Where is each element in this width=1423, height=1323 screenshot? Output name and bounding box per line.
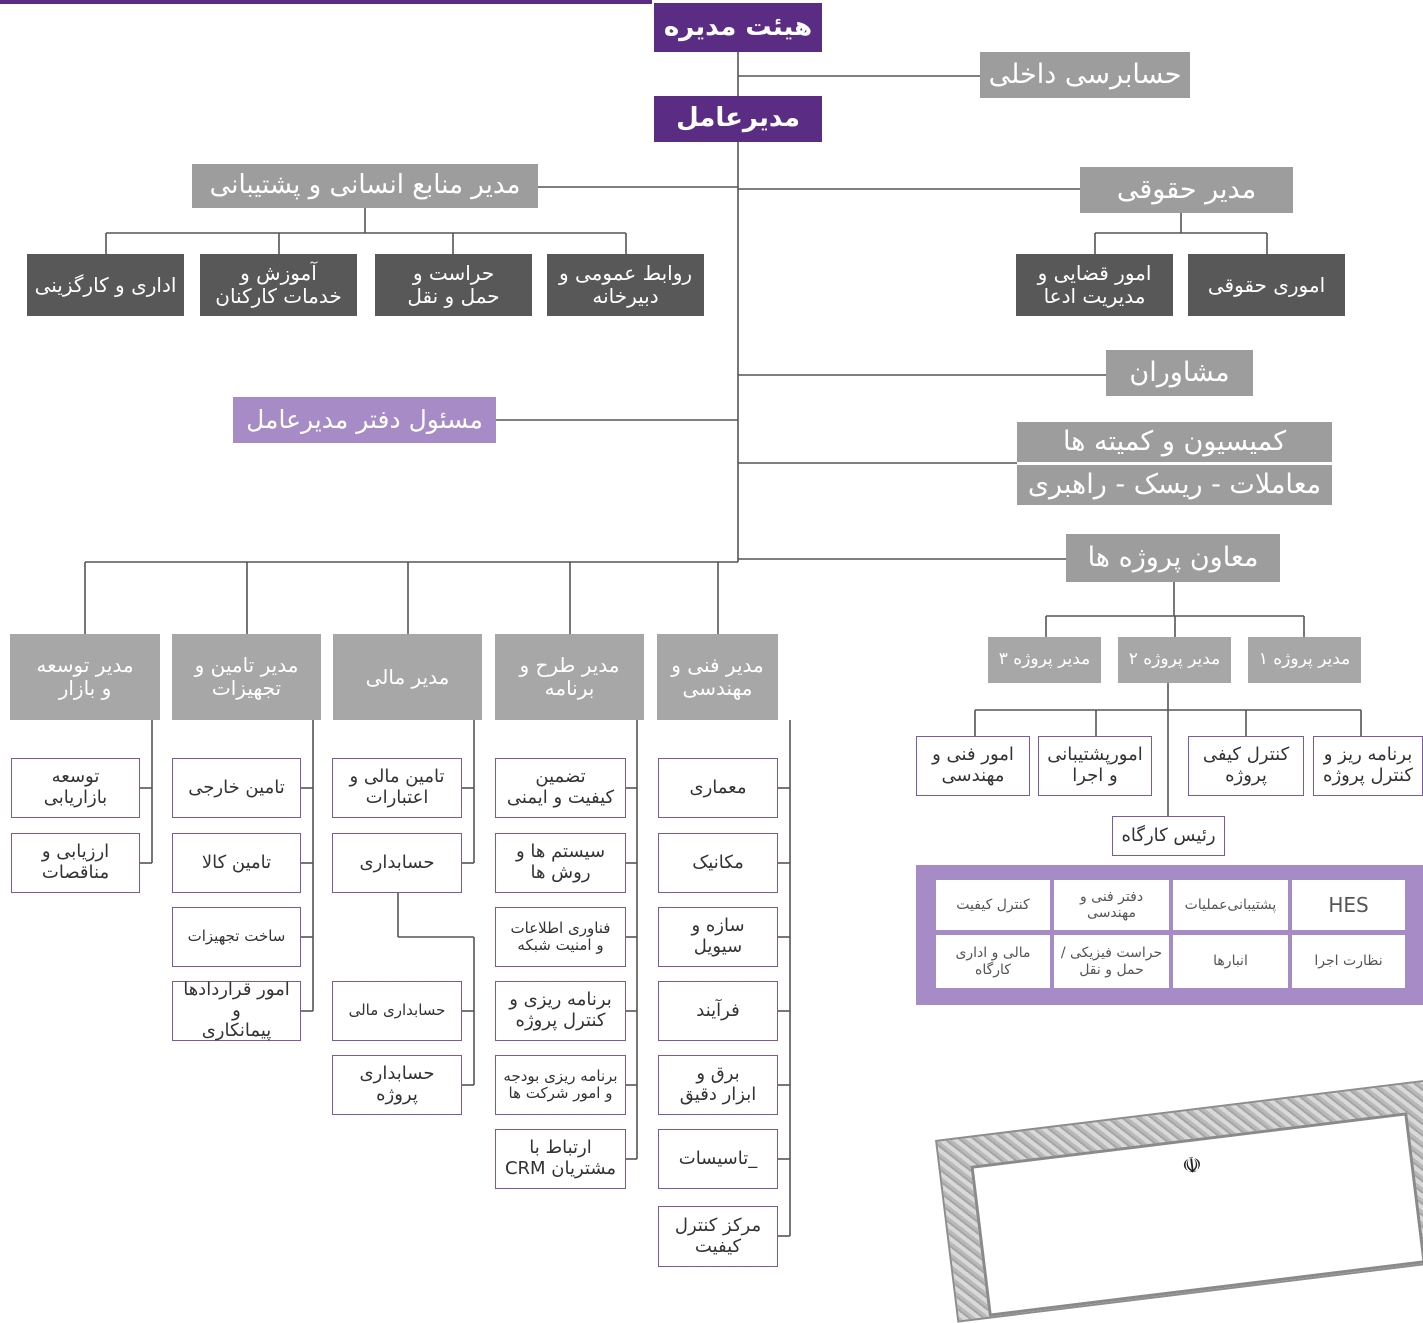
- hr-unit-security-transport[interactable]: حراست و حمل و نقل: [375, 254, 532, 316]
- supply-unit-contracts[interactable]: امور قراردادها و پیمانکاری: [172, 979, 301, 1041]
- projects-deputy-node[interactable]: معاون پروژه ها: [1066, 534, 1280, 582]
- plan-unit-crm[interactable]: ارتباط با مشتریان CRM: [495, 1129, 626, 1189]
- legal-unit-affairs[interactable]: اموری حقوقی: [1188, 254, 1345, 316]
- tech-unit-electrical[interactable]: برق و ابزار دقیق: [658, 1055, 778, 1115]
- tech-unit-process[interactable]: فرآیند: [658, 981, 778, 1041]
- project-unit-support[interactable]: امورپشتیبانی و اجرا: [1038, 736, 1152, 796]
- hr-unit-public-relations[interactable]: روابط عمومی و دبیرخانه: [547, 254, 704, 316]
- hr-unit-training[interactable]: آموزش و خدمات کارکنان: [200, 254, 357, 316]
- legal-manager-node[interactable]: مدیر حقوقی: [1080, 167, 1293, 213]
- dept-finance-header[interactable]: مدیر مالی: [333, 634, 482, 720]
- site-unit-physical-security[interactable]: حراست فیزیکی / حمل و نقل: [1054, 935, 1169, 988]
- tech-unit-facilities[interactable]: _تاسیسات: [658, 1129, 778, 1189]
- site-unit-quality-control[interactable]: کنترل کیفیت: [936, 880, 1050, 930]
- tech-unit-architecture[interactable]: معماری: [658, 758, 778, 818]
- committees-sub-node[interactable]: معاملات - ریسک - راهبری: [1017, 465, 1332, 505]
- project-unit-technical[interactable]: امور فنی و مهندسی: [916, 736, 1030, 796]
- site-unit-finance-admin[interactable]: مالی و اداری کارگاه: [936, 935, 1050, 988]
- ceo-node[interactable]: مدیرعامل: [654, 96, 822, 142]
- tech-unit-qc-center[interactable]: مرکز کنترل کیفیت: [658, 1206, 778, 1267]
- certificate-paper: ☫: [970, 1112, 1423, 1317]
- org-chart-connectors: [84, 52, 1362, 1237]
- dept-supply-header[interactable]: مدیر تامین و تجهیزات: [172, 634, 321, 720]
- supply-unit-manufacturing[interactable]: ساخت تجهیزات: [172, 907, 301, 967]
- site-unit-hes[interactable]: HES: [1292, 880, 1405, 930]
- dept-market-header[interactable]: مدیر توسعه و بازار: [10, 634, 160, 720]
- hr-manager-node[interactable]: مدیر منابع انسانی و پشتیبانی: [192, 164, 538, 208]
- supply-unit-goods[interactable]: تامین کالا: [172, 833, 301, 893]
- plan-unit-budget[interactable]: برنامه ریزی بودجه و امور شرکت ها: [495, 1055, 626, 1115]
- dept-planning-header[interactable]: مدیر طرح و برنامه: [495, 634, 644, 720]
- ceo-office-node[interactable]: مسئول دفتر مدیرعامل: [233, 397, 496, 443]
- committees-node[interactable]: کمیسیون و کمیته ها: [1017, 422, 1332, 462]
- top-accent-bar: [0, 0, 652, 4]
- hr-unit-admin[interactable]: اداری و کارگزینی: [27, 254, 184, 316]
- finance-unit-financial-accounting[interactable]: حسابداری مالی: [332, 981, 462, 1041]
- finance-unit-accounting[interactable]: حسابداری: [332, 833, 462, 893]
- board-node[interactable]: هیئت مدیره: [654, 3, 822, 52]
- emblem-icon: ☫: [1180, 1152, 1204, 1180]
- supply-unit-foreign[interactable]: تامین خارجی: [172, 758, 301, 818]
- site-unit-operations-support[interactable]: پشتیبانی‌عملیات: [1173, 880, 1288, 930]
- project-manager-1[interactable]: مدیر پروژه ۱: [1248, 637, 1361, 683]
- market-unit-marketing[interactable]: توسعه بازاریابی: [11, 758, 140, 818]
- project-unit-quality[interactable]: کنترل کیفی پروژه: [1188, 736, 1304, 796]
- finance-unit-project-accounting[interactable]: حسابداری پروژه: [332, 1055, 462, 1115]
- site-unit-technical-office[interactable]: دفتر فنی و مهندسی: [1054, 880, 1169, 930]
- market-unit-tenders[interactable]: ارزیابی و مناقصات: [11, 833, 140, 893]
- plan-unit-project-control[interactable]: برنامه ریزی و کنترل پروژه: [495, 981, 626, 1041]
- internal-audit-node[interactable]: حسابرسی داخلی: [980, 52, 1190, 98]
- project-manager-2[interactable]: مدیر پروژه ۲: [1118, 637, 1231, 683]
- plan-unit-qa-safety[interactable]: تضمین کیفیت و ایمنی: [495, 758, 626, 818]
- site-unit-supervision[interactable]: نظارت اجرا: [1292, 935, 1405, 988]
- plan-unit-systems[interactable]: سیستم ها و روش ها: [495, 833, 626, 893]
- finance-unit-funding[interactable]: تامین مالی و اعتبارات: [332, 758, 462, 818]
- site-head-node[interactable]: رئیس کارگاه: [1112, 816, 1225, 856]
- tech-unit-structure[interactable]: سازه و سیویل: [658, 907, 778, 967]
- legal-unit-judicial[interactable]: امور قضایی و مدیریت ادعا: [1016, 254, 1173, 316]
- advisors-node[interactable]: مشاوران: [1106, 350, 1253, 396]
- site-unit-warehouses[interactable]: انبارها: [1173, 935, 1288, 988]
- tech-unit-mechanical[interactable]: مکانیک: [658, 833, 778, 893]
- project-unit-planning[interactable]: برنامه ریز و کنترل پروژه: [1313, 736, 1423, 796]
- dept-technical-header[interactable]: مدیر فنی و مهندسی: [657, 634, 778, 720]
- plan-unit-it[interactable]: فناوری اطلاعات و امنیت شبکه: [495, 907, 626, 967]
- project-manager-3[interactable]: مدیر پروژه ۳: [988, 637, 1101, 683]
